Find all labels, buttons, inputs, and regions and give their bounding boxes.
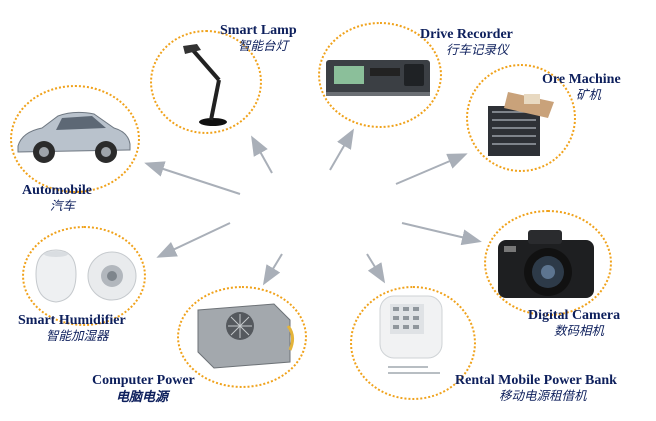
ring: [150, 30, 262, 134]
label-zh: 数码相机: [554, 324, 605, 338]
power-supply-icon: [197, 303, 295, 369]
label-zh: 矿机: [576, 88, 602, 102]
arrow-computer-power: [262, 253, 283, 286]
label-en: Smart Humidifier: [18, 313, 126, 328]
arrow-smart-humidifier: [156, 222, 231, 258]
label-en: Automobile: [22, 183, 92, 198]
label-en: Computer Power: [92, 373, 195, 388]
arrow-ore-machine: [395, 153, 468, 185]
label-zh: 智能台灯: [238, 39, 289, 53]
arrow-automobile: [144, 161, 241, 195]
humidifier-icon: [35, 249, 137, 303]
label-en: Rental Mobile Power Bank: [455, 373, 617, 388]
label-en: Ore Machine: [542, 72, 621, 87]
label-en: Drive Recorder: [420, 27, 513, 42]
arrow-smart-lamp: [251, 135, 273, 174]
arrow-drive-recorder: [329, 128, 355, 171]
label-en: Smart Lamp: [220, 23, 297, 38]
power-bank-station-icon: [379, 295, 443, 374]
label-zh: 移动电源租借机: [499, 389, 587, 403]
automobile-icon: [17, 111, 131, 163]
label-zh: 智能加湿器: [46, 329, 109, 343]
arrow-digital-camera: [401, 222, 482, 246]
label-zh: 行车记录仪: [446, 43, 509, 57]
label-zh: 汽车: [50, 199, 76, 213]
camera-icon: [498, 230, 594, 298]
ore-machine-icon: [488, 92, 554, 156]
drive-recorder-icon: [326, 60, 430, 96]
arrow-rental-power-bank: [366, 253, 386, 284]
label-zh: 电脑电源: [116, 389, 169, 404]
lamp-icon: [183, 44, 227, 126]
label-en: Digital Camera: [528, 308, 621, 323]
